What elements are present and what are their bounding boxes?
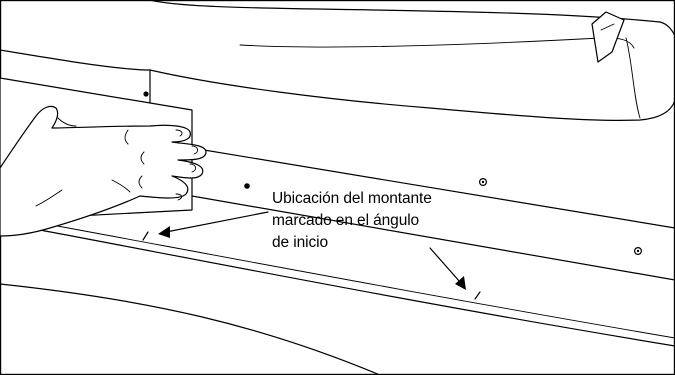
screw-icon bbox=[143, 91, 149, 97]
screw-icon bbox=[244, 183, 250, 189]
hand-illustration bbox=[0, 105, 207, 237]
stud-location-callout: Ubicación del montante marcado en el áng… bbox=[272, 188, 502, 254]
tape-strip bbox=[591, 11, 625, 63]
callout-arrow-left bbox=[158, 211, 269, 238]
baseboard-edges bbox=[0, 147, 675, 375]
screw-icon bbox=[479, 178, 488, 187]
screw-icon bbox=[633, 247, 642, 256]
stud-mark bbox=[142, 231, 149, 241]
callout-line-1: Ubicación del montante bbox=[272, 190, 432, 207]
stud-mark bbox=[474, 291, 481, 300]
callout-arrow-right bbox=[429, 247, 466, 290]
callout-line-2: marcado en el ángulo bbox=[272, 212, 420, 229]
callout-line-3: de inicio bbox=[272, 234, 328, 251]
